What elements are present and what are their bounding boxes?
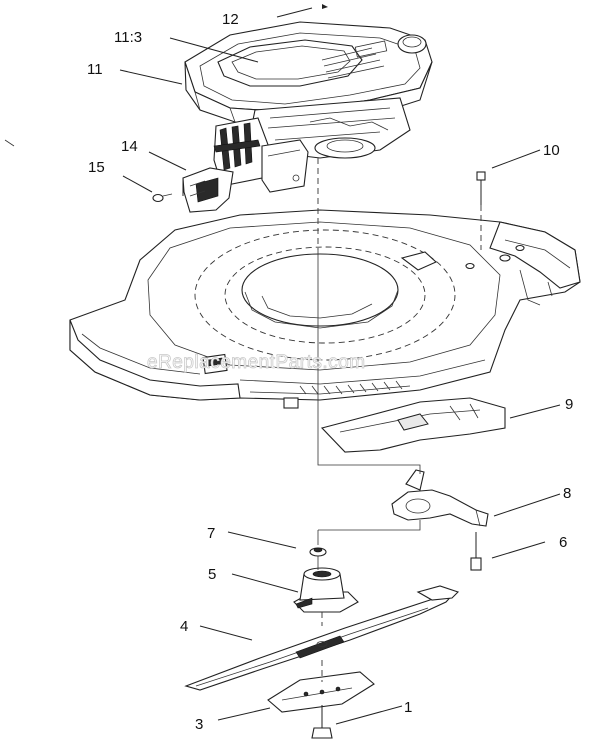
adapter-part-5 <box>293 567 359 613</box>
nut-part-7 <box>309 547 327 557</box>
screw-part-15 <box>152 193 173 203</box>
callout-8: 8 <box>563 485 571 502</box>
callout-15: 15 <box>88 159 105 176</box>
callout-3: 3 <box>195 716 203 733</box>
mower-deck <box>69 209 581 409</box>
callout-4: 4 <box>180 618 188 635</box>
callout-14: 14 <box>121 138 138 155</box>
callout-5: 5 <box>208 566 216 583</box>
callout-6: 6 <box>559 534 567 551</box>
watermark-text: eReplacementParts.com <box>147 352 366 373</box>
plate-part-3 <box>267 671 375 713</box>
bracket-part-14 <box>182 167 234 213</box>
engine-assembly <box>184 21 433 193</box>
callout-9: 9 <box>565 396 573 413</box>
callout-11-3: 11:3 <box>114 29 142 46</box>
stray-mark <box>4 139 15 147</box>
blade-part-4 <box>184 585 460 691</box>
callout-12: 12 <box>222 11 239 28</box>
assembly-guide-lines <box>317 158 482 682</box>
bolt-part-10 <box>476 171 486 205</box>
bolt-part-6 <box>470 532 482 571</box>
callout-11: 11 <box>87 61 103 78</box>
callout-labels: 12 11:3 11 14 15 10 9 8 7 6 5 4 3 1 <box>87 11 573 733</box>
callout-1: 1 <box>404 699 412 716</box>
bolt-part-1 <box>311 705 333 739</box>
callout-10: 10 <box>543 142 560 159</box>
callout-leaders <box>119 4 561 725</box>
baffle-part-9 <box>320 397 506 453</box>
bracket-part-8 <box>391 469 489 527</box>
callout-7: 7 <box>207 525 215 542</box>
